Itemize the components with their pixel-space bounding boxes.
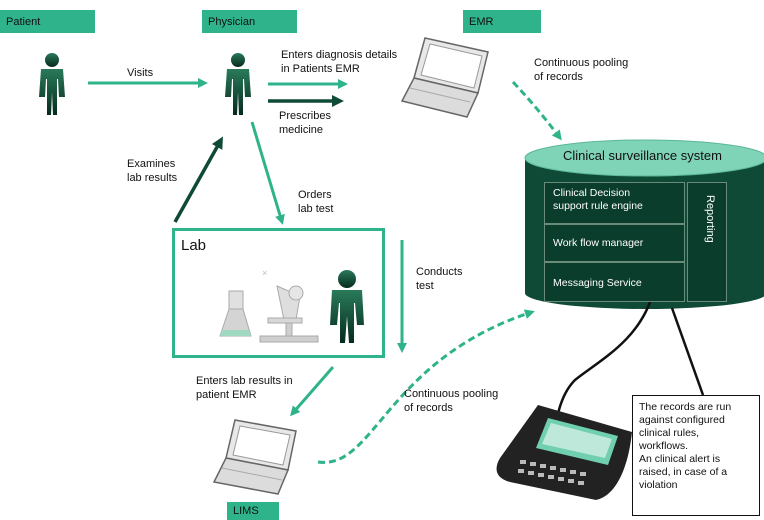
physician-tag: Physician — [202, 10, 297, 33]
emr-label: EMR — [469, 15, 494, 28]
pooling-bottom-label-1: Continuous pooling — [404, 388, 499, 400]
alert-line-to-note — [670, 307, 705, 396]
orders-label-2: lab test — [298, 203, 334, 215]
reporting-panel: Reporting — [687, 182, 727, 302]
lab-technician-icon — [330, 270, 364, 343]
reporting-label: Reporting — [704, 195, 716, 243]
lims-laptop-icon — [212, 419, 297, 495]
module-messaging-service-label: Messaging Service — [553, 277, 642, 289]
enters-diagnosis-label-2: in Patients EMR — [281, 63, 360, 75]
module-clinical-decision-line1: Clinical Decision — [553, 187, 631, 199]
lims-label: LIMS — [233, 505, 259, 517]
patient-person-icon — [39, 53, 65, 115]
lab-flask-icon — [219, 290, 252, 337]
alert-note: The records are run against configured c… — [632, 395, 760, 516]
handheld-device-icon — [496, 405, 632, 500]
emr-tag: EMR — [463, 10, 541, 33]
conducts-label-2: test — [416, 280, 434, 292]
orders-arrow — [250, 121, 285, 225]
note-line-5: An clinical alert is — [639, 453, 721, 465]
module-workflow-manager-label: Work flow manager — [553, 237, 644, 249]
note-line-2: against configured — [639, 414, 725, 426]
enters-diagnosis-label-1: Enters diagnosis details — [281, 49, 398, 61]
conducts-label-1: Conducts — [416, 266, 463, 278]
pooling-bottom-arrow — [317, 309, 535, 464]
lab-title: Lab — [181, 237, 207, 254]
pooling-top-label-2: of records — [534, 71, 583, 83]
pooling-top-label-1: Continuous pooling — [534, 57, 629, 69]
prescribes-label-2: medicine — [279, 124, 324, 136]
module-clinical-decision-line2: support rule engine — [553, 200, 643, 212]
patient-label: Patient — [6, 15, 41, 28]
prescribes-label-1: Prescribes — [279, 110, 331, 122]
module-clinical-decision: Clinical Decision support rule engine — [544, 182, 685, 224]
pooling-bottom-label-2: of records — [404, 402, 453, 414]
physician-person-icon — [225, 53, 251, 115]
emr-laptop-icon — [400, 37, 489, 118]
system-title: Clinical surveillance system — [563, 148, 722, 163]
examines-arrow — [173, 136, 223, 223]
enters-lab-label-2: patient EMR — [196, 389, 257, 401]
orders-label-1: Orders — [298, 189, 332, 201]
visits-label: Visits — [127, 67, 154, 79]
module-workflow-manager: Work flow manager — [544, 224, 685, 262]
note-line-1: The records are run — [639, 401, 732, 413]
enters-lab-arrow — [290, 366, 335, 417]
lab-sparkle-icon: × — [262, 268, 267, 278]
microscope-icon — [259, 285, 319, 343]
examines-label-1: Examines — [127, 158, 176, 170]
lims-tag: LIMS — [227, 502, 279, 520]
note-line-3: clinical rules, — [639, 427, 700, 439]
note-line-4: workflows. — [639, 440, 689, 452]
enters-lab-label-1: Enters lab results in — [196, 375, 293, 387]
note-line-7: violation — [639, 479, 678, 491]
physician-label: Physician — [208, 15, 256, 28]
examines-label-2: lab results — [127, 172, 178, 184]
lab-box: Lab — [172, 228, 385, 358]
patient-tag: Patient — [0, 10, 95, 33]
note-line-6: raised, in case of a — [639, 466, 728, 478]
pooling-top-arrow — [511, 80, 562, 141]
module-messaging-service: Messaging Service — [544, 262, 685, 302]
